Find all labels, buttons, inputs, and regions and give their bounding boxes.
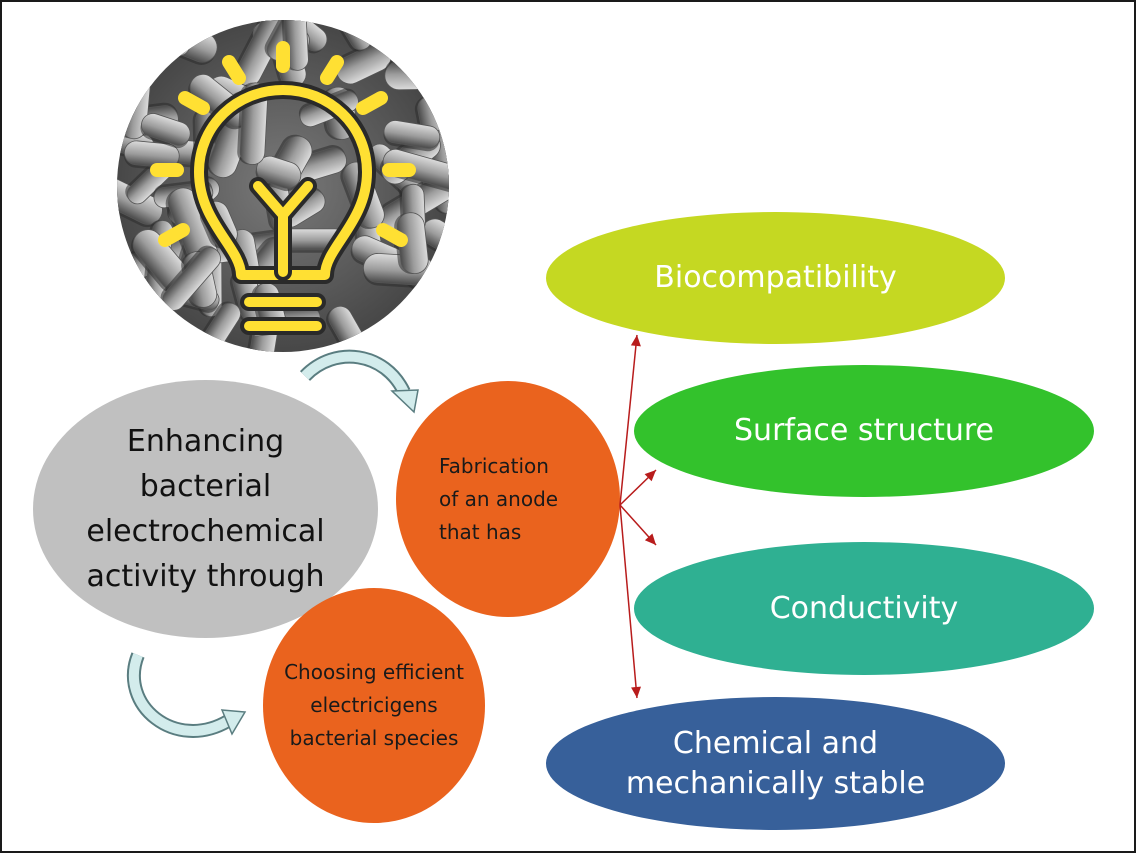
choosing-species-node: Choosing efficient electricigens bacteri…: [263, 588, 485, 823]
property-label: Biocompatibility: [654, 260, 897, 295]
property-label: Conductivity: [769, 590, 959, 626]
bulb-ray: [376, 223, 408, 247]
arrow-head: [644, 533, 656, 545]
arrow-head: [630, 335, 641, 347]
arrow-head: [631, 686, 641, 698]
bulb-ray: [356, 91, 388, 115]
arrow-head: [644, 470, 656, 482]
bacterium-rod: [160, 245, 221, 311]
property-chemical-stability: Chemical and mechanically stable: [546, 697, 1005, 830]
bacterium-rod: [383, 120, 441, 152]
bulb-filament: [253, 181, 313, 277]
bulb-glass: [194, 85, 372, 280]
curved-arrow-top: [299, 349, 419, 414]
property-surface-structure: Surface structure: [634, 365, 1094, 497]
property-label: Surface structure: [734, 413, 994, 448]
fabrication-text: Fabrication of an anode that has: [439, 453, 559, 544]
property-biocompatibility: Biocompatibility: [546, 212, 1005, 344]
choosing-species-text: Choosing efficient electricigens bacteri…: [284, 660, 464, 750]
bulb-ray: [178, 91, 210, 115]
bulb-ray: [222, 55, 246, 85]
main-concept-node: Enhancing bacterial electrochemical acti…: [33, 380, 378, 638]
fabrication-node: Fabrication of an anode that has: [396, 381, 620, 617]
bacterium-rod: [140, 113, 191, 149]
bacterium-rod: [382, 148, 449, 193]
bacterium-rod: [394, 212, 429, 274]
main-concept-text: Enhancing bacterial electrochemical acti…: [86, 424, 325, 594]
connector-line: [619, 504, 638, 699]
bacteria-bulb-illustration: [117, 20, 449, 352]
property-conductivity: Conductivity: [634, 542, 1094, 675]
bulb-ray: [320, 55, 344, 85]
property-label: Chemical and mechanically stable: [625, 725, 926, 801]
light-bulb-icon: [150, 41, 416, 335]
bulb-ray: [158, 223, 190, 247]
curved-arrow-bottom: [126, 652, 247, 738]
connector-line: [619, 334, 638, 506]
bacterium-rod: [123, 140, 180, 171]
